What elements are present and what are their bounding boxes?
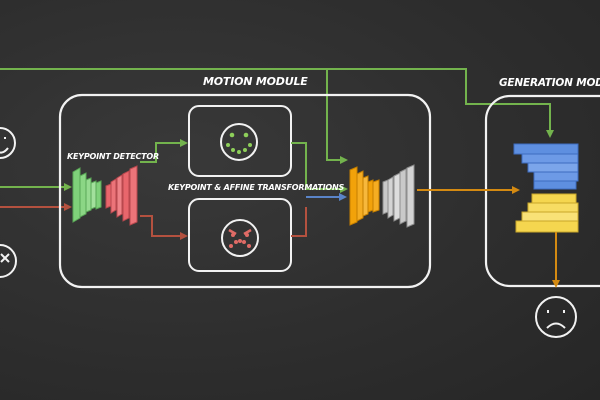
- dense-motion-network: [349, 164, 415, 228]
- angry-face-icon: [221, 219, 259, 257]
- source-keypoint-box: [188, 105, 292, 177]
- driving-face-icon: [0, 244, 17, 278]
- red-keypoint-out-arrow: [291, 207, 307, 237]
- keypoint-detector-network: [72, 165, 138, 226]
- green-keypoint-out-arrow: [291, 142, 348, 193]
- red-to-keypoint-arrow: [140, 215, 188, 240]
- green-top-line: [0, 68, 554, 138]
- green-drop-to-decoder: [326, 69, 348, 164]
- green-to-keypoint-arrow: [140, 139, 188, 163]
- motion-module-title: MOTION MODULE: [203, 75, 308, 88]
- happy-face-icon: [220, 123, 258, 161]
- generation-network: [513, 143, 579, 233]
- source-face-icon: [0, 127, 16, 159]
- keypoint-detector-label: KEYPOINT DETECTOR: [67, 152, 159, 161]
- sad-face-icon: [535, 296, 577, 338]
- keypoint-affine-label: KEYPOINT & AFFINE TRANSFORMATIONS: [168, 183, 345, 192]
- driving-keypoint-box: [188, 198, 292, 272]
- generation-module-title: GENERATION MODULE: [499, 77, 600, 89]
